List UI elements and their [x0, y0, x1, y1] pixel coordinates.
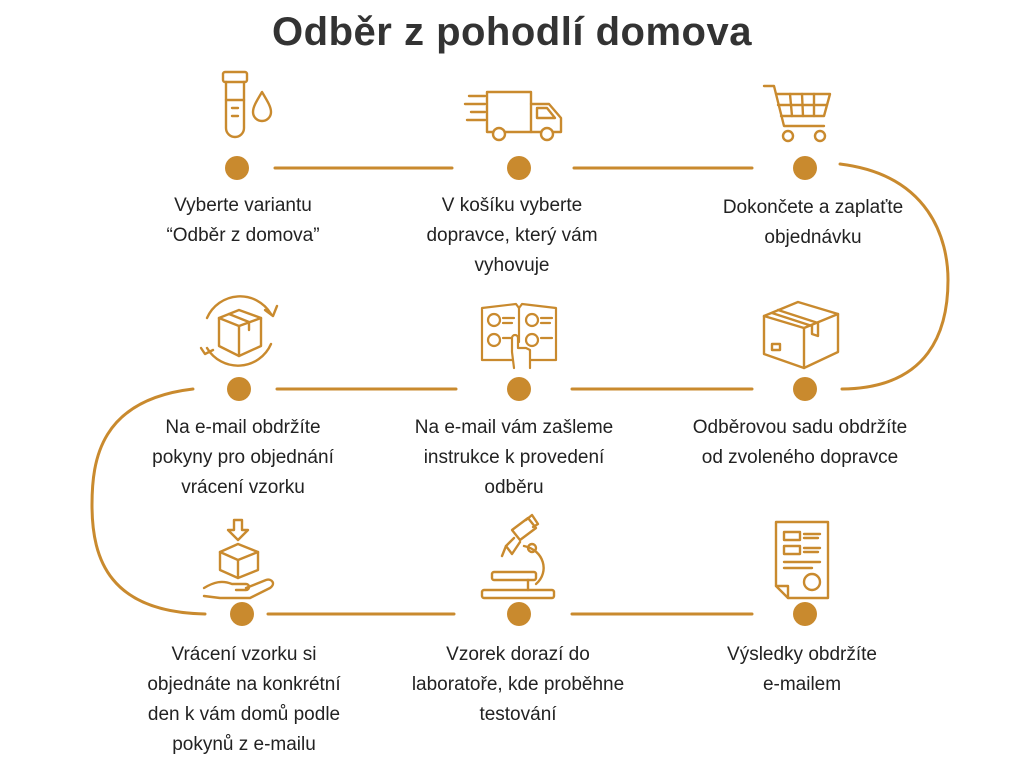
shopping-cart-icon: [760, 80, 836, 148]
connector-curve: [90, 387, 207, 616]
step-marker: [507, 377, 531, 401]
page-title: Odběr z pohodlí domova: [272, 10, 752, 54]
step-marker: [793, 156, 817, 180]
microscope-icon: [478, 512, 560, 602]
step-marker: [227, 377, 251, 401]
package-box-icon: [760, 296, 842, 372]
step-marker: [230, 602, 254, 626]
step-marker: [507, 602, 531, 626]
hand-package-icon: [200, 518, 284, 600]
step-marker: [507, 156, 531, 180]
step-marker: [225, 156, 249, 180]
step-marker: [793, 602, 817, 626]
package-return-icon: [193, 288, 285, 374]
step-marker: [793, 377, 817, 401]
step-label: Vyberte variantu“Odběr z domova”: [166, 195, 320, 246]
test-tube-drop-icon: [210, 70, 280, 142]
instruction-book-icon: [478, 302, 560, 372]
results-document-icon: [768, 518, 838, 602]
connector-curve: [838, 162, 950, 391]
delivery-truck-icon: [463, 88, 567, 144]
